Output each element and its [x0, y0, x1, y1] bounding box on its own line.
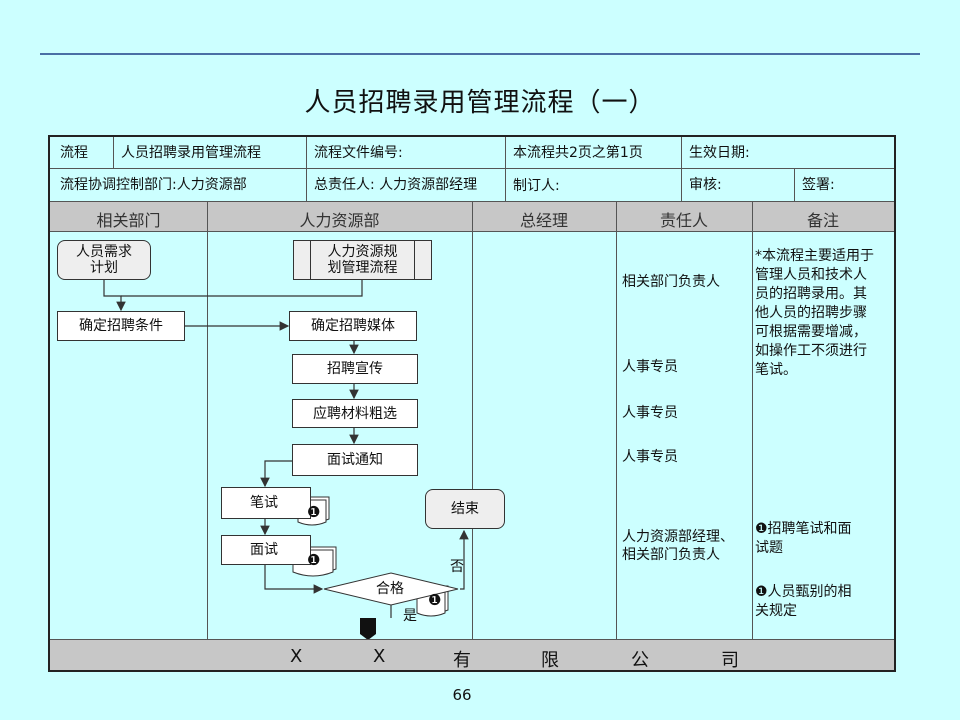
document-marker: ❶ — [307, 503, 321, 521]
written-test-node: 笔试 — [221, 487, 311, 519]
media-node: 确定招聘媒体 — [289, 311, 417, 341]
header-divider — [505, 137, 506, 201]
predefined-process-bar — [414, 241, 415, 279]
lane-divider — [207, 201, 208, 639]
responsible-item: 人力资源部经理、 相关部门负责人 — [622, 529, 734, 563]
header-divider — [306, 137, 307, 201]
note-scope: *本流程主要适用于 管理人员和技术人 员的招聘录用。其 他人员的招聘步骤 可根据… — [755, 248, 874, 378]
header-divider — [794, 168, 795, 201]
header-divider — [113, 137, 114, 168]
decision-diamond — [323, 572, 459, 606]
screening-node: 应聘材料粗选 — [292, 399, 418, 428]
predefined-process-bar — [310, 241, 311, 279]
page-number: 66 — [452, 686, 472, 704]
top-rule — [40, 53, 920, 55]
yes-label: 是 — [403, 608, 417, 624]
footer-char: 限 — [541, 650, 559, 671]
column-header-hr: 人力资源部 — [299, 211, 380, 230]
header-divider — [681, 137, 682, 201]
lane-divider — [752, 201, 753, 639]
header-coordinating-dept: 流程协调控制部门:人力资源部 — [60, 177, 247, 193]
footer-char: X — [373, 646, 386, 667]
responsible-item: 人事专员 — [622, 359, 678, 375]
document-marker: ❶ — [307, 551, 321, 569]
page-connector-icon — [360, 618, 376, 640]
header-process-label: 流程 — [60, 145, 88, 161]
process-table — [48, 135, 896, 672]
publicity-node: 招聘宣传 — [292, 354, 418, 384]
column-header-responsible: 责任人 — [659, 211, 708, 230]
header-page-count: 本流程共2页之第1页 — [513, 145, 643, 161]
responsible-item: 相关部门负责人 — [622, 274, 720, 290]
conditions-node: 确定招聘条件 — [57, 311, 185, 341]
header-owner: 总责任人: 人力资源部经理 — [314, 177, 478, 193]
responsible-item: 人事专员 — [622, 405, 678, 421]
footer-char: 公 — [631, 650, 649, 671]
header-doc-number: 流程文件编号: — [314, 145, 403, 161]
interview-node: 面试 — [221, 535, 311, 565]
footer-char: 有 — [453, 650, 471, 671]
footer-char: 司 — [721, 650, 739, 671]
note-screening-rules: ❶人员甄别的相 关规定 — [755, 584, 852, 619]
responsible-item: 人事专员 — [622, 449, 678, 465]
header-divider — [50, 168, 894, 169]
interview-notice-node: 面试通知 — [292, 444, 418, 476]
footer-char: X — [290, 646, 303, 667]
header-reviewer: 审核: — [689, 177, 722, 193]
hr-plan-process-node: 人力资源规 划管理流程 — [293, 240, 432, 280]
column-header-notes: 备注 — [806, 211, 839, 230]
page-title: 人员招聘录用管理流程（一） — [304, 88, 656, 118]
end-node: 结束 — [425, 489, 505, 529]
header-effective-date: 生效日期: — [689, 145, 750, 161]
column-header-gm: 总经理 — [519, 211, 568, 230]
document-marker: ❶ — [428, 591, 442, 609]
header-signature: 签署: — [802, 177, 835, 193]
header-process-name: 人员招聘录用管理流程 — [121, 145, 261, 161]
hr-plan-label: 人力资源规 划管理流程 — [327, 244, 398, 276]
lane-divider — [472, 201, 473, 639]
note-test-questions: ❶招聘笔试和面 试题 — [755, 521, 852, 556]
header-author: 制订人: — [513, 178, 560, 194]
column-header-related-dept: 相关部门 — [96, 211, 161, 230]
need-plan-node: 人员需求 计划 — [57, 240, 151, 280]
qualified-label: 合格 — [376, 581, 404, 597]
no-label: 否 — [450, 559, 464, 575]
company-footer: X X 有 限 公 司 — [50, 639, 894, 671]
lane-divider — [616, 201, 617, 639]
